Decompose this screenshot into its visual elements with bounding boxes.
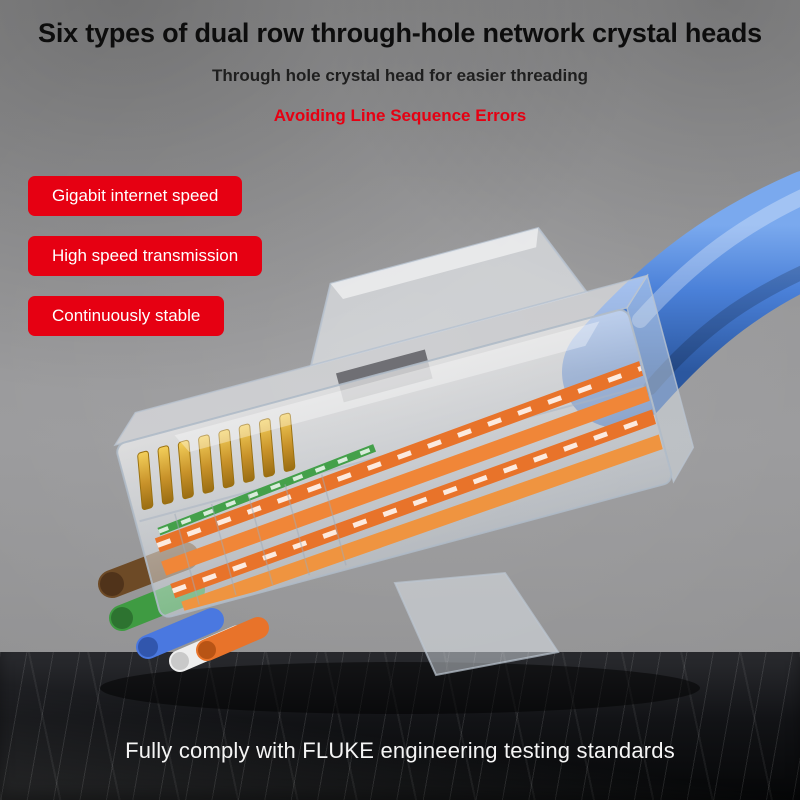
connector-stand <box>393 571 560 677</box>
subtitle: Through hole crystal head for easier thr… <box>212 66 588 85</box>
pin-channels <box>174 474 347 605</box>
feature-badge-stable: Continuously stable <box>28 296 225 336</box>
connector-shadow <box>100 662 700 714</box>
ethernet-cable <box>562 171 800 428</box>
gold-pins <box>137 412 296 510</box>
feature-badge-label: High speed transmission <box>52 246 239 265</box>
tagline: Avoiding Line Sequence Errors <box>273 106 527 125</box>
footer-claim: Fully comply with FLUKE engineering test… <box>125 738 675 763</box>
feature-badge-gigabit: Gigabit internet speed <box>28 176 243 216</box>
feature-badge-label: Gigabit internet speed <box>52 186 219 205</box>
feature-badge-label: Continuously stable <box>52 306 201 325</box>
page-title: Six types of dual row through-hole netwo… <box>38 18 762 48</box>
internal-wires <box>154 360 666 616</box>
feature-badge-high-speed: High speed transmission <box>28 236 263 276</box>
crystal-connector <box>113 226 695 618</box>
